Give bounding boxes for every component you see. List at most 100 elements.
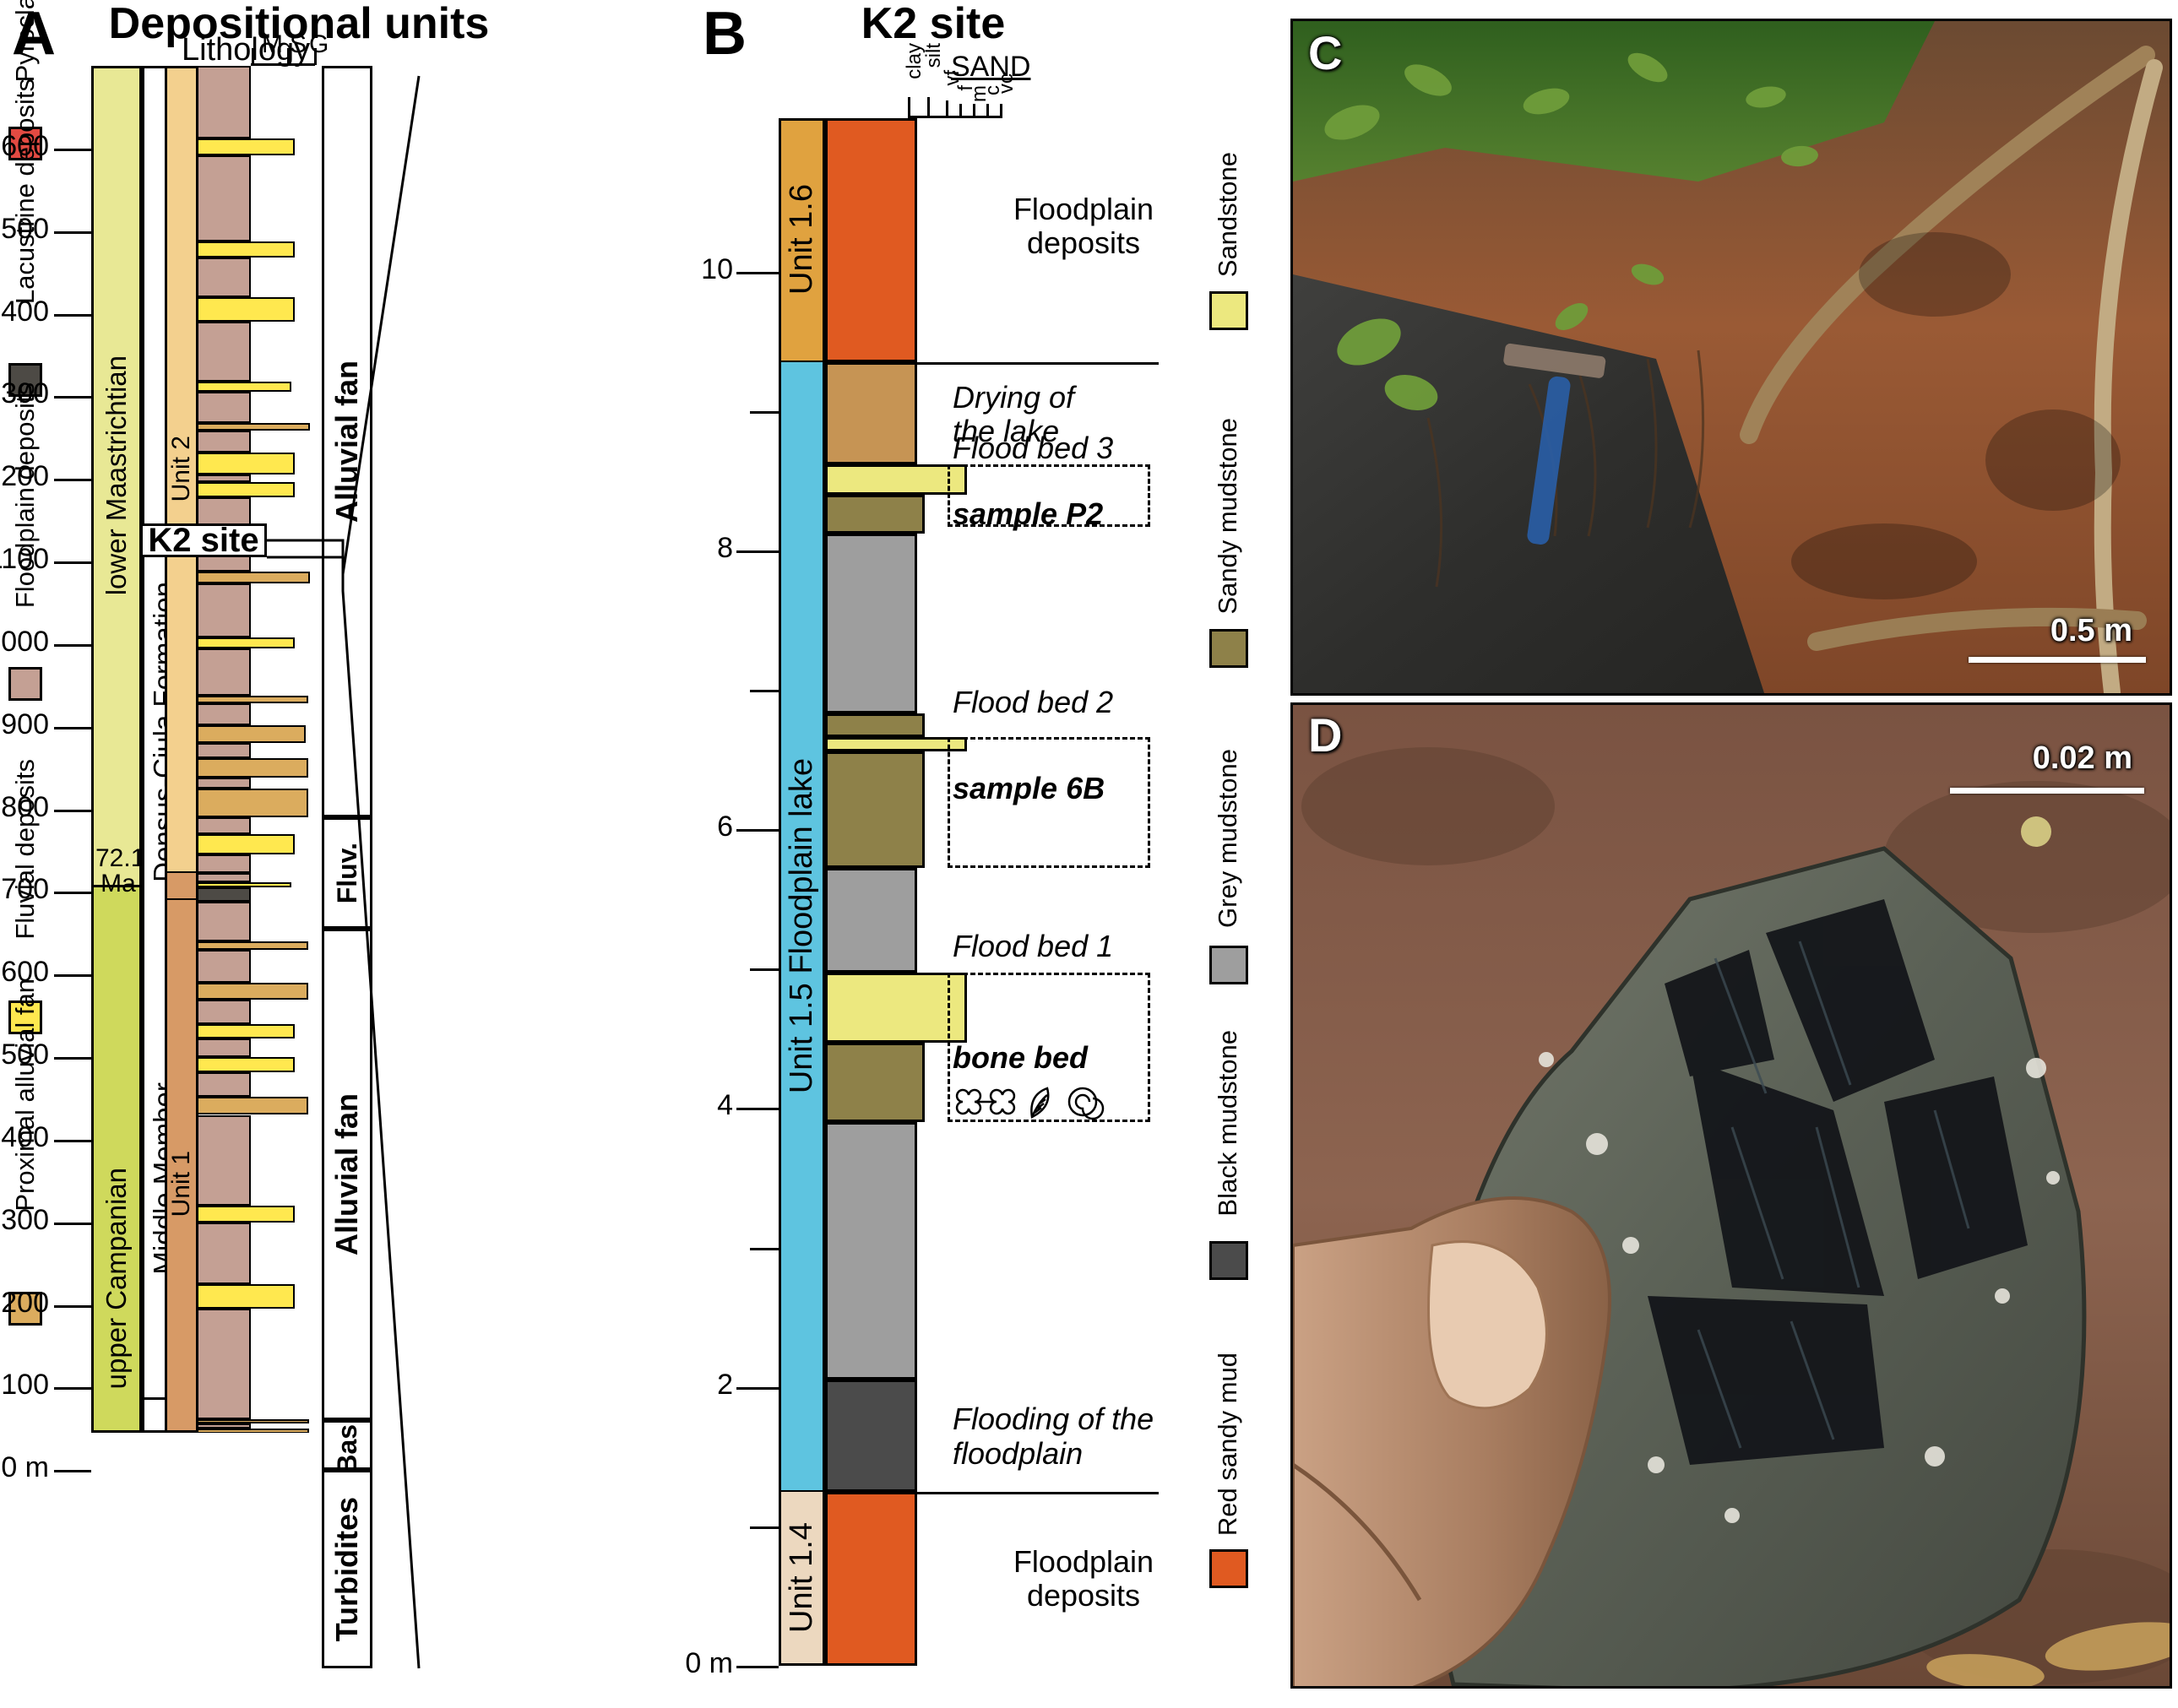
panel-a-bed-32 xyxy=(197,902,252,942)
panel-a-tick-label-0: 0 m xyxy=(1,1451,49,1484)
panel-a-bed-5 xyxy=(197,296,296,323)
left-legend-swatch-3 xyxy=(8,1000,42,1034)
photo-d-scale-bar xyxy=(1950,788,2144,794)
panel-a-age-marker-value: 72.1 xyxy=(95,844,142,873)
panel-a-bed-11 xyxy=(197,452,296,475)
panel-b-unit-band-0: Unit 1.6 xyxy=(781,121,823,362)
panel-b-fossil-icons xyxy=(954,1083,1132,1120)
panel-a-tick-100 xyxy=(54,1387,91,1391)
panel-b-unit-label-0: Unit 1.6 xyxy=(784,184,819,295)
bone-icon xyxy=(955,1088,1016,1114)
panel-a-bed-18 xyxy=(197,648,252,696)
panel-b-tick-8 xyxy=(736,550,779,553)
panel-a-tick-label-1100: 1100 xyxy=(0,543,49,575)
panel-a-bed-2 xyxy=(197,155,252,242)
panel-b-bed-red-sandy-mud-base xyxy=(825,1491,918,1666)
panel-a-facies-band-4: Turbidites xyxy=(322,1470,372,1668)
panel-b-tick-label-0: 0 m xyxy=(685,1647,733,1679)
panel-b-unit-label-1: Unit 1.5 Floodplain lake xyxy=(784,758,819,1094)
panel-a-bed-33 xyxy=(197,941,308,950)
panel-b-gs-tick-c xyxy=(986,104,989,116)
panel-b-tick-6 xyxy=(736,829,779,832)
panel-a-bed-9 xyxy=(197,422,311,431)
panel-b-annotation-9-line-1: deposits xyxy=(1026,1578,1141,1613)
panel-a-unit-label-2: Unit 1 xyxy=(167,1151,195,1217)
panel-b-flood-bed-2-box xyxy=(948,737,1150,869)
panel-a-title: Depositional units xyxy=(108,0,490,48)
panel-a-bed-26 xyxy=(197,817,252,834)
right-legend-swatch-3 xyxy=(1209,1241,1248,1280)
panel-a-tick-label-1600: 1600 xyxy=(0,129,49,162)
panel-a-bed-13 xyxy=(197,482,296,497)
panel-a-bed-29 xyxy=(197,872,252,882)
panel-b-tick-label-4: 4 xyxy=(717,1089,733,1122)
panel-b-gs-tick-f xyxy=(959,104,962,116)
panel-a-lithology-column xyxy=(197,66,315,1433)
panel-b-annotation-0-line-0: Floodplain xyxy=(1013,192,1154,227)
panel-a-unit-band-1 xyxy=(167,872,196,901)
panel-b-annotation-0-line-1: deposits xyxy=(1026,225,1141,261)
right-legend-label-1: Sandy mudstone xyxy=(1213,418,1242,615)
panel-b-bed-grey-mudstone-1 xyxy=(825,534,918,714)
panel-b-annotation-1-line-0: Drying of xyxy=(953,380,1075,415)
left-legend-label-0: Pyroclastics xyxy=(10,0,40,83)
panel-a-bed-38 xyxy=(197,1038,252,1057)
photo-c-scale-bar xyxy=(1969,657,2146,663)
panel-a-bed-10 xyxy=(197,431,252,453)
panel-a-tick-label-900: 900 xyxy=(1,708,49,740)
panel-a-tick-label-100: 100 xyxy=(1,1369,49,1402)
panel-a-tick-label-1200: 1200 xyxy=(0,460,49,493)
panel-b-tick-2 xyxy=(736,1386,779,1390)
panel-a-tick-label-700: 700 xyxy=(1,873,49,906)
panel-b-minor-tick-9 xyxy=(750,410,779,414)
panel-a-facies-band-2: Alluvial fan xyxy=(322,929,372,1421)
panel-a-tick-900 xyxy=(54,726,91,729)
panel-a-age-label-0: lower Maastrichtian xyxy=(100,355,132,596)
panel-b-annotation-2-line-0: Flood bed 3 xyxy=(953,431,1114,466)
panel-a-tick-200 xyxy=(54,1304,91,1308)
panel-a-tick-1300 xyxy=(54,396,91,399)
panel-a-bed-31 xyxy=(197,887,252,903)
photo-c-scale-label: 0.5 m xyxy=(2050,613,2132,648)
leaf-icon xyxy=(1030,1087,1050,1119)
panel-b-unit-band-2: Unit 1.4 xyxy=(781,1491,823,1663)
shell-icon xyxy=(1067,1087,1105,1120)
panel-a-bed-22 xyxy=(197,743,252,758)
right-legend-label-3: Black mudstone xyxy=(1213,1030,1242,1217)
panel-b-bed-red-sandy-mud xyxy=(825,118,918,362)
panel-b-gs-baseline xyxy=(908,116,1002,118)
k2-site-callout[interactable]: K2 site xyxy=(140,522,267,559)
panel-b-annotation-5: sample 6B xyxy=(953,771,1214,805)
panel-a-tick-700 xyxy=(54,892,91,895)
panel-a-tick-label-1300: 1300 xyxy=(0,377,49,410)
panel-b-bed-grey-mudstone-3 xyxy=(825,1121,918,1380)
panel-a-gs-baseline xyxy=(251,63,315,66)
left-legend-swatch-0 xyxy=(8,127,42,160)
panel-a-facies-band-3: Bas. xyxy=(322,1417,372,1474)
panel-a-tick-label-500: 500 xyxy=(1,1038,49,1071)
panel-b-tick-label-6: 6 xyxy=(717,811,733,843)
panel-b-tick-0 xyxy=(736,1666,779,1668)
panel-b-minor-tick-3 xyxy=(750,1247,779,1250)
panel-b-bed-flood-bed-1-sandstone xyxy=(825,973,967,1043)
panel-a-bed-8 xyxy=(197,392,252,423)
panel-b-gs-label-silt: silt xyxy=(922,43,945,68)
right-legend-label-2: Grey mudstone xyxy=(1213,749,1242,928)
panel-a-tick-400 xyxy=(54,1139,91,1142)
panel-a-tick-800 xyxy=(54,809,91,812)
panel-a-bed-28 xyxy=(197,854,252,873)
panel-a-bed-35 xyxy=(197,982,308,1000)
panel-a-tick-300 xyxy=(54,1222,91,1225)
photo-d-image xyxy=(1293,705,2170,1686)
panel-a-bed-40 xyxy=(197,1071,252,1097)
panel-a-tick-500 xyxy=(54,1057,91,1060)
panel-b-title: K2 site xyxy=(861,0,1006,48)
panel-a-bed-37 xyxy=(197,1023,296,1039)
panel-b-minor-tick-7 xyxy=(750,690,779,693)
panel-a-bed-36 xyxy=(197,999,252,1024)
